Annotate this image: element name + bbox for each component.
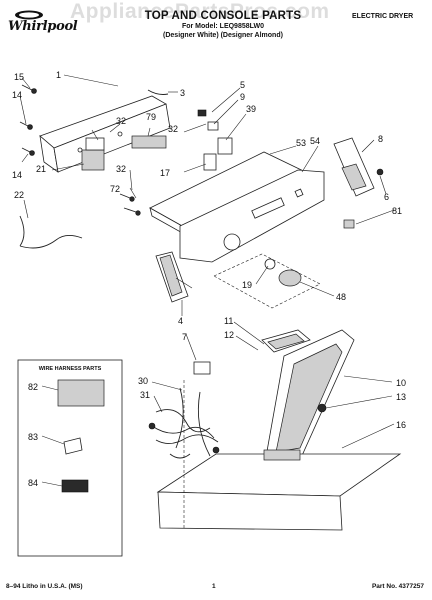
- callout-53: 53: [296, 138, 306, 148]
- timer-switch: [81, 149, 105, 171]
- callout-79: 79: [146, 112, 156, 122]
- dryer-top-front: [157, 491, 343, 531]
- callout-8: 8: [378, 134, 383, 144]
- kit-box-title: WIRE HARNESS PARTS: [39, 366, 102, 372]
- console-front: [179, 169, 325, 263]
- harness-connector: [212, 446, 220, 454]
- callout-9: 9: [240, 92, 245, 102]
- callout-3: 3: [180, 88, 185, 98]
- callout-39: 39: [246, 104, 256, 114]
- callout-6: 6: [384, 192, 389, 202]
- harness-connector: [148, 422, 156, 430]
- model-variants: (Designer White) (Designer Almond): [163, 32, 283, 39]
- push-to-start-switch: [131, 135, 167, 149]
- callout-21: 21: [36, 164, 46, 174]
- callout-16: 16: [396, 420, 406, 430]
- wire-harness: [19, 215, 83, 249]
- screw-icon: [21, 84, 37, 94]
- screw-icon: [119, 193, 135, 202]
- door-switch: [193, 361, 211, 375]
- callout-84: 84: [28, 478, 38, 488]
- end-cap-side: [159, 254, 183, 297]
- control-bracket: [203, 153, 217, 171]
- wire-harness-kit-box: [17, 359, 123, 557]
- screw-icon: [21, 147, 35, 156]
- callout-48: 48: [336, 292, 346, 302]
- screw-icon: [317, 403, 327, 413]
- mounting-clip: [207, 121, 219, 131]
- clip: [197, 109, 207, 117]
- screw-icon: [123, 207, 141, 216]
- harness-kit-part-84: [61, 479, 89, 493]
- callout-7: 7: [182, 332, 187, 342]
- callout-81: 81: [392, 206, 402, 216]
- lint-opening: [263, 449, 301, 461]
- timer-knob: [278, 269, 302, 287]
- cycle-signal-knob: [343, 219, 355, 229]
- callout-32-a: 32: [116, 116, 126, 126]
- console-indicator: [294, 188, 304, 198]
- callout-5: 5: [240, 80, 245, 90]
- leader-lines: [19, 74, 395, 487]
- footer-part-number: Part No. 4377257: [371, 583, 424, 590]
- console-hole: [117, 131, 123, 137]
- footer-page-number: 1: [212, 583, 216, 590]
- end-cap-bracket: [341, 163, 367, 191]
- knob-skirt: [264, 258, 276, 270]
- callout-54: 54: [310, 136, 320, 146]
- callout-10: 10: [396, 378, 406, 388]
- brand-emblem-icon: [15, 10, 43, 20]
- timer-knob-hole: [223, 233, 241, 251]
- callout-11: 11: [224, 316, 233, 326]
- footer-litho: 8–94 Litho in U.S.A. (MS): [6, 583, 83, 590]
- page-title: TOP AND CONSOLE PARTS: [144, 10, 302, 22]
- bracket: [217, 137, 233, 155]
- callout-1: 1: [56, 70, 61, 80]
- exploded-view-diagram: WIRE HARNESS PARTS: [12, 70, 406, 557]
- harness-kit-part-82: [57, 379, 105, 407]
- wire-connector: [147, 89, 169, 95]
- callout-30: 30: [138, 376, 148, 386]
- callout-72: 72: [110, 184, 120, 194]
- harness-kit-part-83: [63, 437, 83, 455]
- lint-duct-inner: [275, 343, 343, 453]
- console-display-window: [251, 197, 285, 219]
- callout-82: 82: [28, 382, 38, 392]
- brand-logo: Whirlpool: [8, 10, 78, 46]
- callout-13: 13: [396, 392, 406, 402]
- console-hole: [77, 147, 83, 153]
- callout-32-b: 32: [168, 124, 178, 134]
- screw-icon: [376, 168, 384, 176]
- callout-15: 15: [14, 72, 24, 82]
- watermark: AppliancePartsPros.com: [70, 0, 330, 23]
- callout-17: 17: [160, 168, 170, 178]
- brand-name: Whirlpool: [8, 19, 78, 34]
- callout-19: 19: [242, 280, 252, 290]
- callout-22: 22: [14, 190, 24, 200]
- callout-83: 83: [28, 432, 38, 442]
- callout-4: 4: [178, 316, 183, 326]
- switch-bracket: [85, 137, 105, 151]
- main-wire-harness: [151, 387, 219, 459]
- screw-icon: [19, 121, 33, 130]
- document-type: ELECTRIC DRYER: [352, 13, 414, 20]
- callout-14-top: 14: [12, 90, 22, 100]
- callout-12: 12: [224, 330, 234, 340]
- knob-assembly-outline: [213, 253, 321, 309]
- callout-32-c: 32: [116, 164, 126, 174]
- callout-31: 31: [140, 390, 150, 400]
- screen-inner: [267, 333, 305, 350]
- callout-14-bottom: 14: [12, 170, 22, 180]
- model-number: For Model: LEQ9858LW0: [181, 23, 265, 30]
